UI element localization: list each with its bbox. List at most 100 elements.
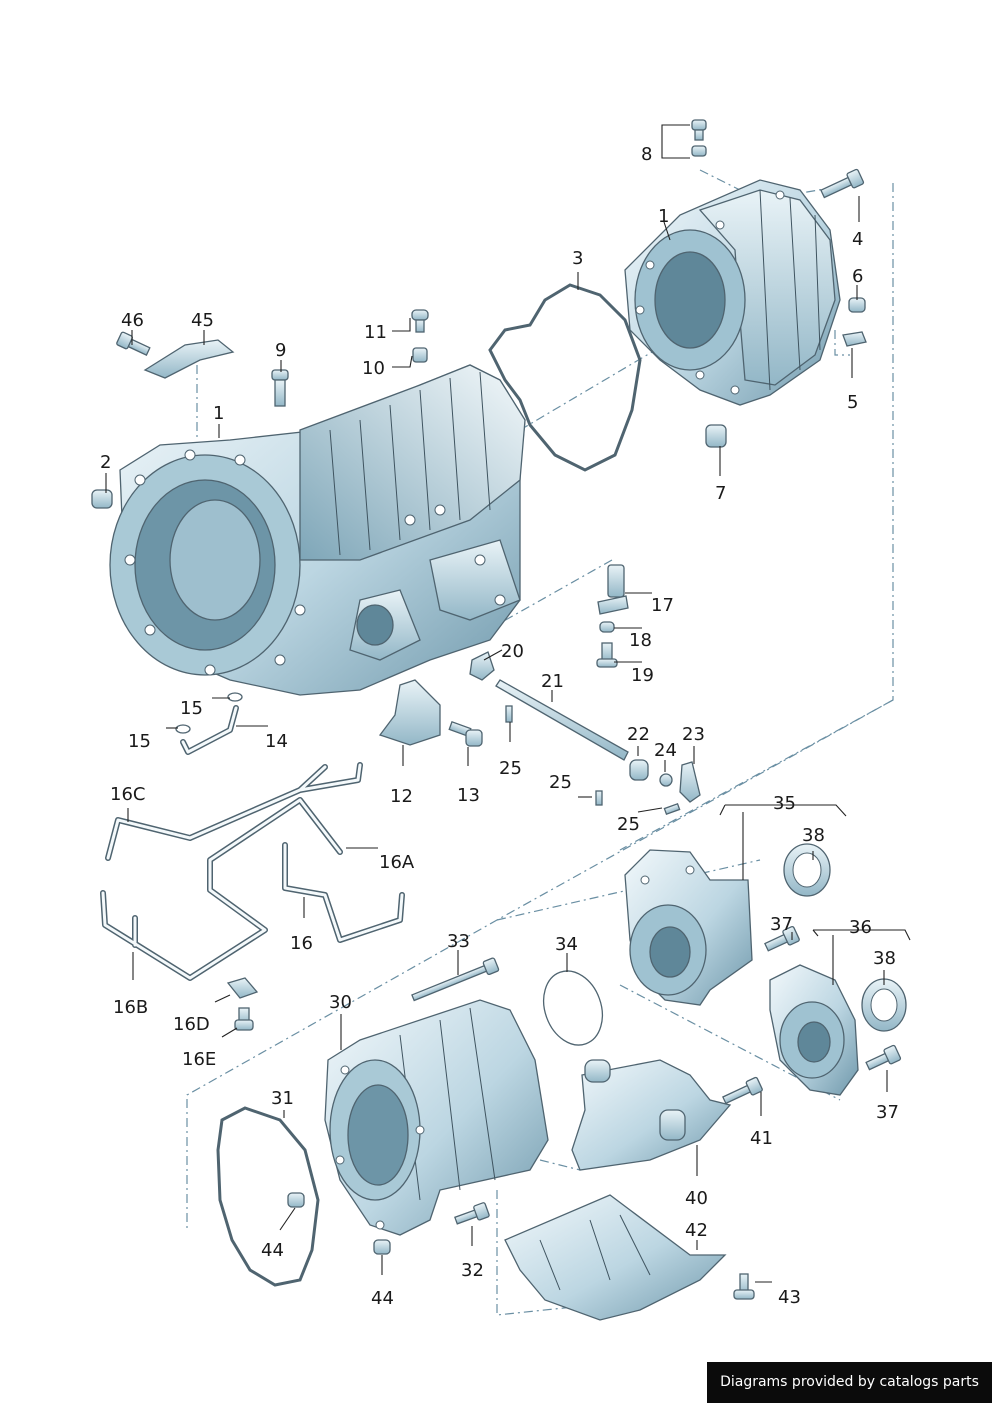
part-45-bracket: [143, 339, 235, 379]
label-1-rear-housing: 1: [658, 206, 669, 227]
label-2: 2: [100, 452, 111, 473]
part-37-bolt-a: [764, 925, 800, 952]
label-16B: 16B: [113, 997, 148, 1018]
label-36: 36: [849, 917, 872, 938]
part-35-flange-cover: [624, 849, 753, 1006]
part-44-plug-b: [373, 1239, 391, 1255]
part-15-o-ring-a: [227, 692, 243, 702]
label-35: 35: [773, 793, 796, 814]
part-22-lever: [629, 759, 649, 781]
label-1-transmission-case: 1: [213, 403, 224, 424]
part-34-o-ring: [543, 970, 603, 1046]
label-32: 32: [461, 1260, 484, 1281]
part-25-pin-b: [595, 790, 603, 806]
label-25-b: 25: [549, 772, 572, 793]
label-44-right: 44: [371, 1288, 394, 1309]
label-15-upper: 15: [180, 698, 203, 719]
label-18: 18: [629, 630, 652, 651]
label-30: 30: [329, 992, 352, 1013]
part-17-sensor: [597, 564, 629, 615]
part-37-bolt-b: [865, 1044, 902, 1071]
leader-lines: [105, 196, 911, 1283]
label-14: 14: [265, 731, 288, 752]
label-42: 42: [685, 1220, 708, 1241]
part-19-bolt: [596, 642, 618, 668]
part-7-sleeve: [705, 424, 727, 448]
label-46: 46: [121, 310, 144, 331]
part-16E-bolt: [234, 1007, 254, 1031]
part-31-gasket: [216, 1106, 320, 1287]
part-18-ring: [599, 621, 615, 633]
label-11: 11: [364, 322, 387, 343]
label-40: 40: [685, 1188, 708, 1209]
part-23-lever: [679, 761, 701, 803]
label-5: 5: [847, 392, 858, 413]
label-21: 21: [541, 671, 564, 692]
part-24-washer: [659, 773, 673, 787]
part-21-shaft: [495, 679, 629, 761]
part-25-pin-a: [505, 705, 513, 723]
part-43-bolt: [733, 1273, 755, 1300]
part-3-gasket: [488, 283, 642, 472]
credit-banner: Diagrams provided by catalogs parts: [707, 1362, 992, 1403]
label-16D: 16D: [173, 1014, 210, 1035]
part-1-rear-housing: [624, 179, 841, 406]
label-37-upper: 37: [770, 914, 793, 935]
part-4-bolt: [820, 168, 865, 199]
label-6: 6: [852, 266, 863, 287]
part-16B-tube: [100, 797, 343, 981]
part-15-o-ring-b: [175, 724, 191, 734]
label-16: 16: [290, 933, 313, 954]
label-20: 20: [501, 641, 524, 662]
part-labels: 8 4 1 3 6 5 7 46 45 11 10 9 1 2 17 18 19…: [100, 144, 899, 1309]
part-30-transfer-case: [324, 999, 549, 1236]
label-8: 8: [641, 144, 652, 165]
label-37-lower: 37: [876, 1102, 899, 1123]
part-10-seal: [412, 347, 428, 363]
label-33: 33: [447, 931, 470, 952]
part-8-plug: [661, 119, 707, 159]
label-25-a: 25: [499, 758, 522, 779]
label-16A: 16A: [379, 852, 415, 873]
label-3: 3: [572, 248, 583, 269]
part-42-heat-shield: [504, 1194, 727, 1321]
label-4: 4: [852, 229, 863, 250]
part-9-pin: [271, 369, 289, 407]
label-25-c: 25: [617, 814, 640, 835]
part-46-bolt: [116, 331, 151, 356]
part-13-bolt: [448, 720, 483, 747]
part-12-fork: [378, 679, 441, 746]
part-6-sleeve: [848, 297, 866, 313]
part-38-seal-a: [783, 843, 831, 897]
part-25-pin-c: [663, 802, 681, 816]
label-41: 41: [750, 1128, 773, 1149]
part-36-cover: [769, 964, 859, 1096]
label-24: 24: [654, 740, 677, 761]
part-11-bolt: [411, 309, 429, 333]
part-16-tube: [282, 842, 405, 943]
label-10: 10: [362, 358, 385, 379]
label-34: 34: [555, 934, 578, 955]
label-7: 7: [715, 483, 726, 504]
part-14-tube: [180, 705, 239, 755]
label-16E: 16E: [182, 1049, 216, 1070]
label-22: 22: [627, 724, 650, 745]
part-33-bolt: [411, 957, 500, 1002]
label-38-lower: 38: [873, 948, 896, 969]
label-31: 31: [271, 1088, 294, 1109]
label-12: 12: [390, 786, 413, 807]
part-1-transmission-case: [109, 364, 526, 696]
label-45: 45: [191, 310, 214, 331]
label-15-lower: 15: [128, 731, 151, 752]
part-2-plug: [91, 489, 113, 509]
part-5-clip: [842, 331, 867, 347]
part-16D-clip: [226, 977, 259, 999]
label-19: 19: [631, 665, 654, 686]
part-40-heat-shield: [571, 1059, 732, 1171]
label-23: 23: [682, 724, 705, 745]
label-38-upper: 38: [802, 825, 825, 846]
label-13: 13: [457, 785, 480, 806]
label-43: 43: [778, 1287, 801, 1308]
part-41-bolt: [722, 1076, 763, 1105]
